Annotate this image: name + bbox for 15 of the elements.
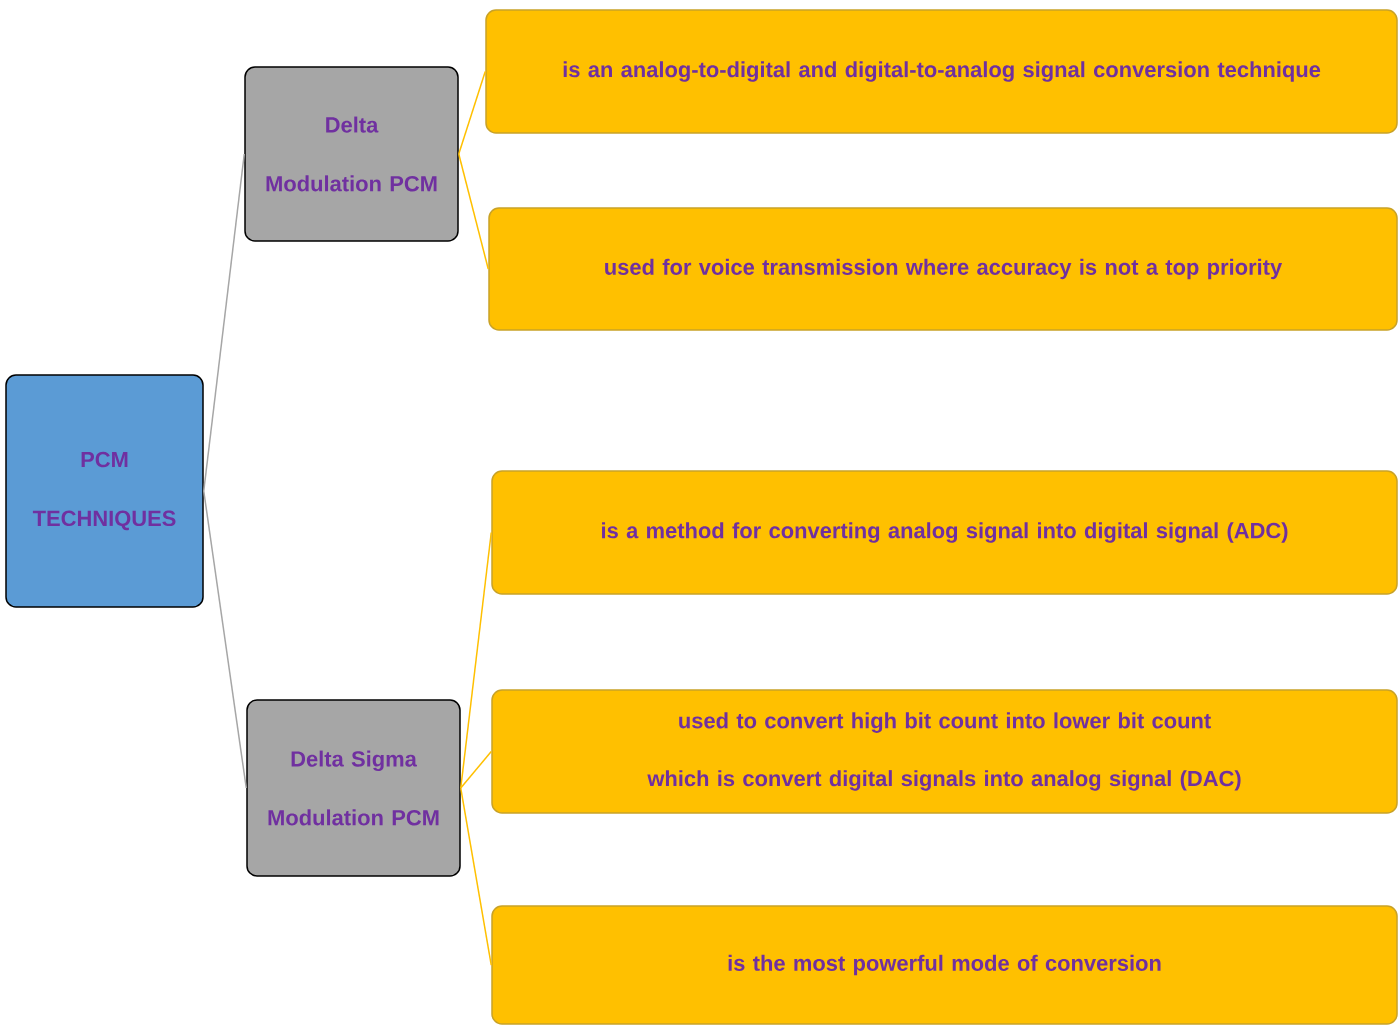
connector-line (203, 153, 245, 492)
technique-box: Delta Sigma Modulation PCM (246, 699, 461, 877)
description-box: used for voice transmission where accuracy is not a top priority (488, 207, 1398, 331)
connector-line (203, 490, 247, 789)
connector-line (458, 70, 486, 155)
connector-line (460, 787, 492, 966)
connector-line (458, 153, 489, 270)
connector-line (460, 750, 492, 789)
category-box: PCM TECHNIQUES (5, 374, 204, 608)
description-box: is a method for converting analog signal into digital signal (ADC) (491, 470, 1398, 595)
description-box: is the most powerful mode of conversion (491, 905, 1398, 1025)
connector-line (460, 531, 492, 789)
description-box: is an analog-to-digital and digital-to-analog signal conversion technique (485, 9, 1398, 134)
description-box: used to convert high bit count into lower bit count which is convert digital signals into analog signal (DAC) (491, 689, 1398, 814)
technique-box: Delta Modulation PCM (244, 66, 459, 242)
